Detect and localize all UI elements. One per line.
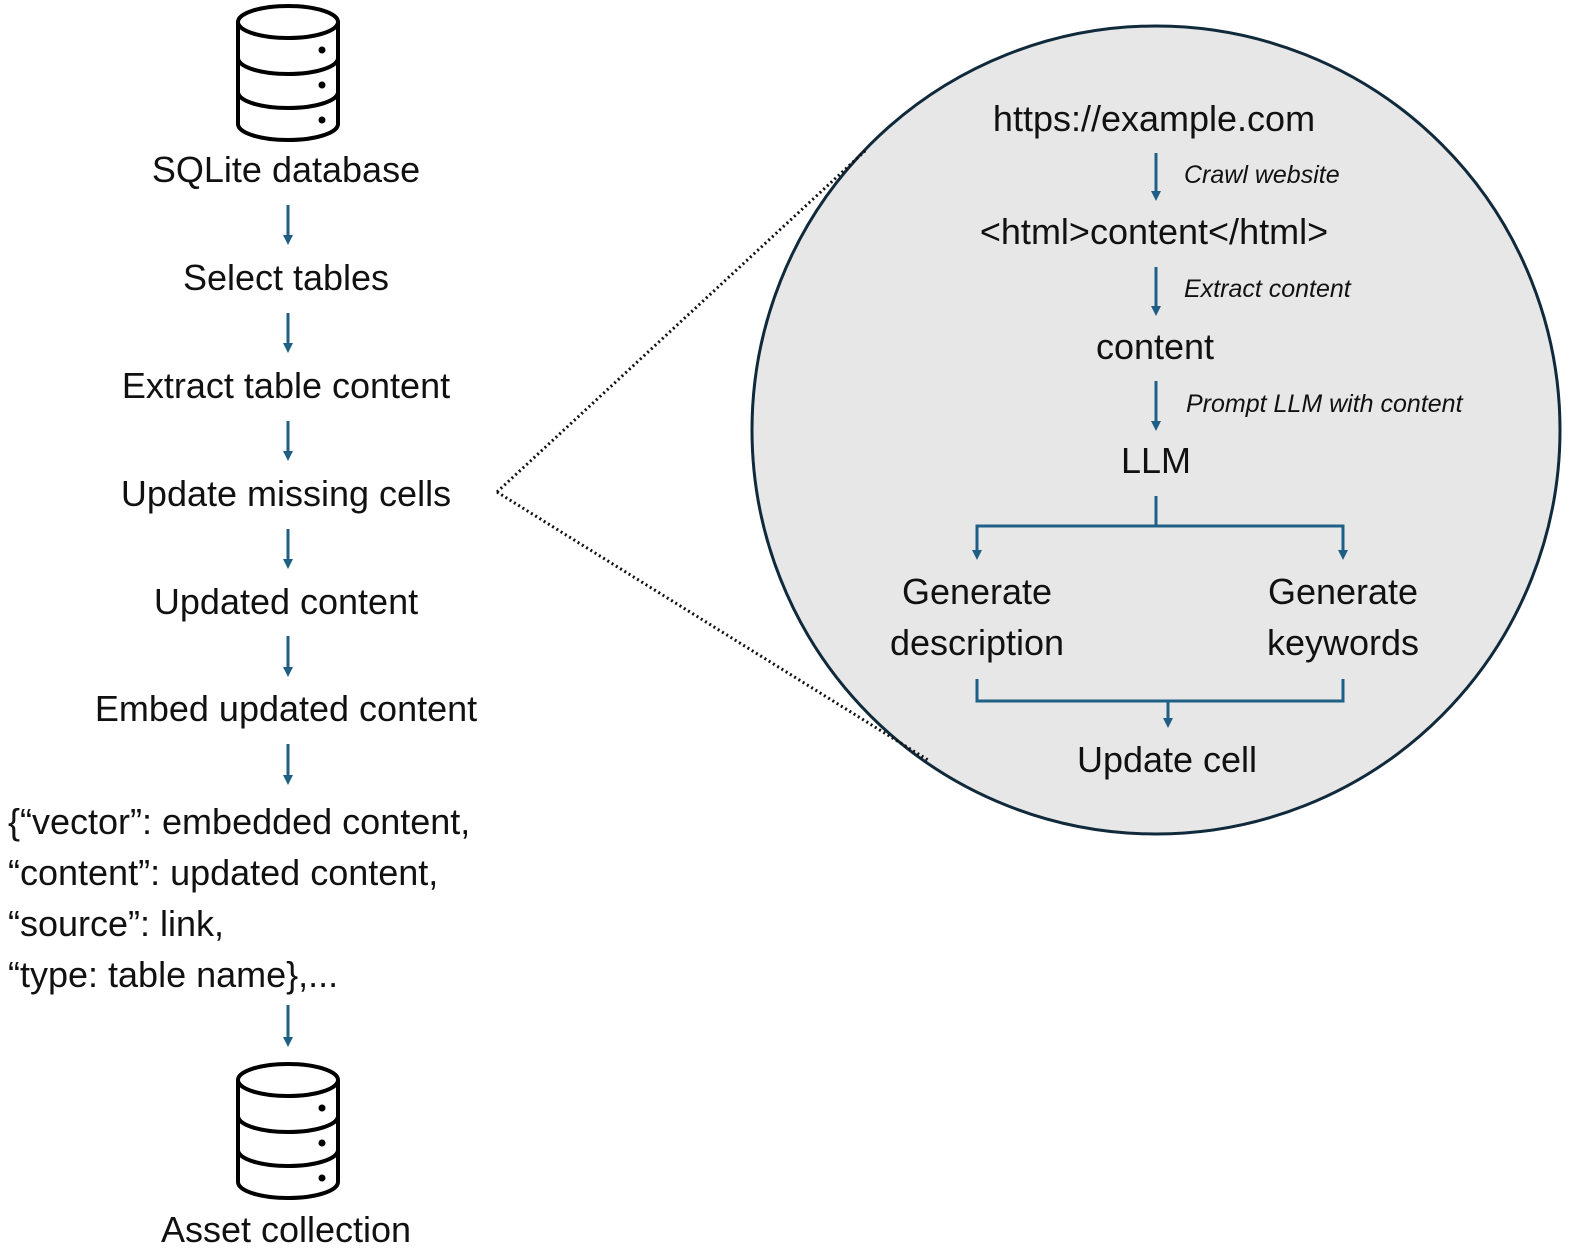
update-cell-label: Update cell — [1076, 739, 1258, 780]
zoom-connector-upper — [495, 148, 868, 494]
step-update-missing-cells: Update missing cells — [120, 473, 452, 514]
record-line: “content”: updated content, — [8, 852, 439, 893]
branch-label-line: Generate — [1267, 571, 1419, 612]
html-label: <html>content</html> — [979, 211, 1329, 252]
content-label: content — [1095, 326, 1215, 367]
zoom-flow-arrows — [972, 153, 1348, 728]
branch-label-line: Generate — [901, 571, 1053, 612]
prompt-note: Prompt LLM with content — [1186, 390, 1463, 418]
database-icon — [236, 1062, 340, 1200]
asset-collection-label: Asset collection — [160, 1209, 412, 1250]
record-line: {“vector”: embedded content, — [8, 801, 471, 842]
zoom-circle — [750, 24, 1562, 836]
url-label: https://example.com — [992, 98, 1316, 139]
step-select-tables: Select tables — [182, 257, 390, 298]
extract-note: Extract content — [1184, 275, 1351, 303]
branch-connector — [1156, 524, 1348, 560]
record-block: {“vector”: embedded content, “content”: … — [8, 796, 470, 1000]
branch-connector — [972, 496, 1158, 560]
generate-description-label: Generate description — [890, 566, 1064, 668]
merge-connector — [975, 679, 1345, 703]
record-line: “source”: link, — [8, 903, 225, 944]
step-updated-content: Updated content — [153, 581, 419, 622]
branch-label-line: keywords — [1266, 622, 1420, 663]
llm-label: LLM — [1120, 440, 1192, 481]
branch-label-line: description — [889, 622, 1065, 663]
crawl-note: Crawl website — [1184, 161, 1340, 189]
database-icon — [236, 4, 340, 142]
generate-keywords-label: Generate keywords — [1267, 566, 1419, 668]
sqlite-database-label: SQLite database — [151, 149, 421, 190]
step-embed-updated-content: Embed updated content — [94, 688, 478, 729]
record-line: “type: table name},... — [8, 954, 339, 995]
step-extract-table-content: Extract table content — [121, 365, 451, 406]
